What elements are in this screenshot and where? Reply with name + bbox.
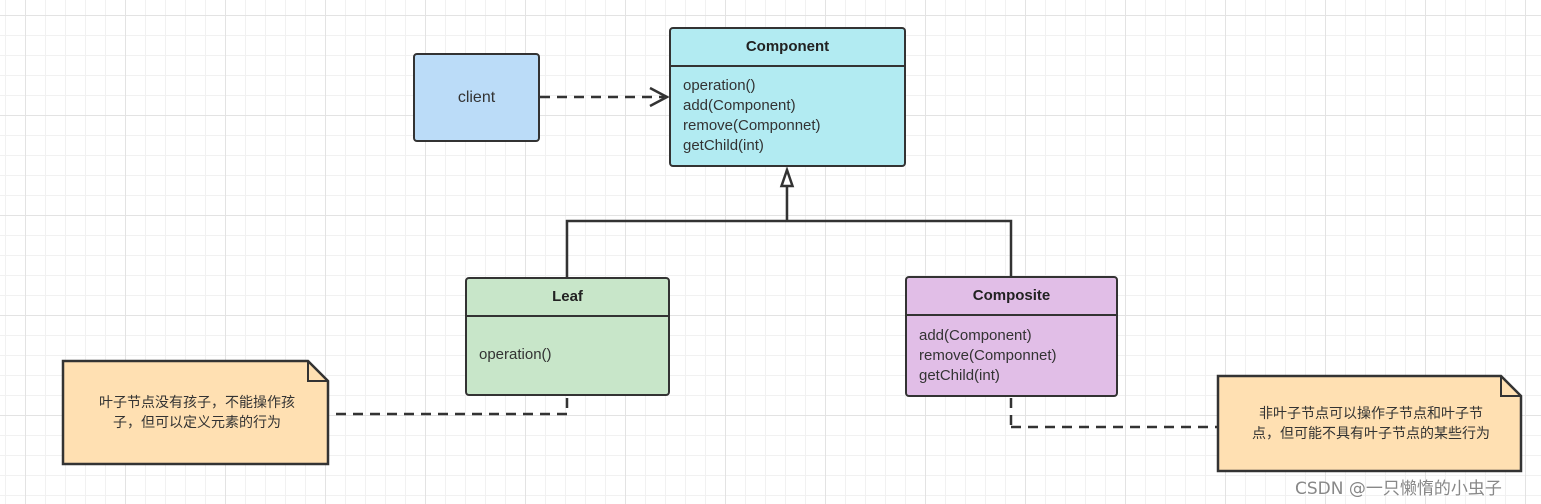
component-class[interactable]: Component operation() add(Component) rem… xyxy=(669,27,906,167)
composite-note-shape xyxy=(1216,374,1523,473)
generalization-edge xyxy=(565,166,1013,277)
class-title: Leaf xyxy=(467,279,668,317)
note-line: 非叶子节点可以操作子节点和叶子节 xyxy=(1259,405,1483,421)
method-item: getChild(int) xyxy=(683,137,764,154)
composite-note-connector xyxy=(1009,398,1218,429)
method-item: getChild(int) xyxy=(919,367,1000,384)
class-methods: operation() add(Component) remove(Compon… xyxy=(671,67,904,156)
method-item: add(Component) xyxy=(683,97,796,114)
dependency-edge xyxy=(540,86,670,108)
leaf-note-shape xyxy=(61,359,330,466)
method-item: operation() xyxy=(479,346,552,363)
note-line: 点，但可能不具有叶子节点的某些行为 xyxy=(1252,425,1490,441)
leaf-note-connector xyxy=(329,398,569,416)
fold-corner-icon xyxy=(307,361,328,382)
note-line: 子，但可以定义元素的行为 xyxy=(113,414,281,430)
method-item: remove(Componnet) xyxy=(683,117,821,134)
note-line: 叶子节点没有孩子，不能操作孩 xyxy=(99,394,295,410)
composite-note[interactable]: 非叶子节点可以操作子节点和叶子节 点，但可能不具有叶子节点的某些行为 xyxy=(1226,378,1516,468)
class-methods: operation() xyxy=(467,317,668,365)
client-label: client xyxy=(457,88,496,106)
method-item: operation() xyxy=(683,77,756,94)
class-title: Composite xyxy=(907,278,1116,316)
leaf-class[interactable]: Leaf operation() xyxy=(465,277,670,396)
method-item: add(Component) xyxy=(919,327,1032,344)
method-item: remove(Componnet) xyxy=(919,347,1057,364)
fold-corner-icon xyxy=(1500,376,1521,397)
inheritance-triangle-icon xyxy=(779,166,795,188)
open-arrowhead-icon xyxy=(649,86,670,108)
class-title: Component xyxy=(671,29,904,67)
class-methods: add(Component) remove(Componnet) getChil… xyxy=(907,316,1116,386)
composite-class[interactable]: Composite add(Component) remove(Componne… xyxy=(905,276,1118,397)
client-node[interactable]: client xyxy=(413,53,540,142)
leaf-note[interactable]: 叶子节点没有孩子，不能操作孩 子，但可以定义元素的行为 xyxy=(72,362,322,462)
watermark: CSDN @一只懒惰的小虫子 xyxy=(1295,479,1502,499)
